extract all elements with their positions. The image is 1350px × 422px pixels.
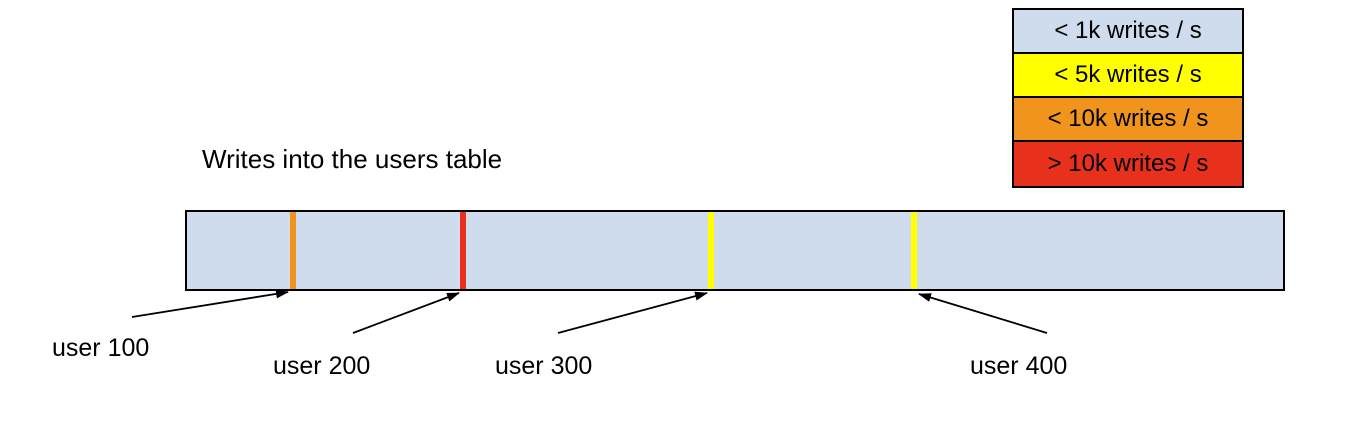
legend-item-label: > 10k writes / s <box>1047 150 1209 177</box>
diagram-title: Writes into the users table <box>202 144 503 174</box>
arrow-user-200 <box>352 292 460 334</box>
legend: < 1k writes / s < 5k writes / s < 10k wr… <box>1012 8 1244 188</box>
users-table-bar <box>185 210 1285 291</box>
label-user-200: user 200 <box>273 352 371 380</box>
legend-item-lt5k: < 5k writes / s <box>1014 54 1242 98</box>
hotspot-marker-user-100 <box>290 212 296 289</box>
arrow-user-100 <box>131 289 289 318</box>
hotspot-marker-user-200 <box>460 212 466 289</box>
legend-item-lt1k: < 1k writes / s <box>1014 10 1242 54</box>
label-user-300: user 300 <box>495 352 593 380</box>
legend-item-label: < 1k writes / s <box>1054 17 1202 44</box>
arrow-user-300 <box>557 291 708 334</box>
arrow-user-400 <box>918 293 1048 334</box>
legend-item-label: < 5k writes / s <box>1054 61 1202 88</box>
hotspot-marker-user-300 <box>708 212 714 289</box>
hotspot-marker-user-400 <box>911 212 917 289</box>
legend-item-lt10k: < 10k writes / s <box>1014 98 1242 142</box>
label-user-100: user 100 <box>52 334 150 362</box>
legend-item-label: < 10k writes / s <box>1047 105 1209 132</box>
legend-item-gt10k: > 10k writes / s <box>1014 142 1242 186</box>
label-user-400: user 400 <box>970 352 1068 380</box>
